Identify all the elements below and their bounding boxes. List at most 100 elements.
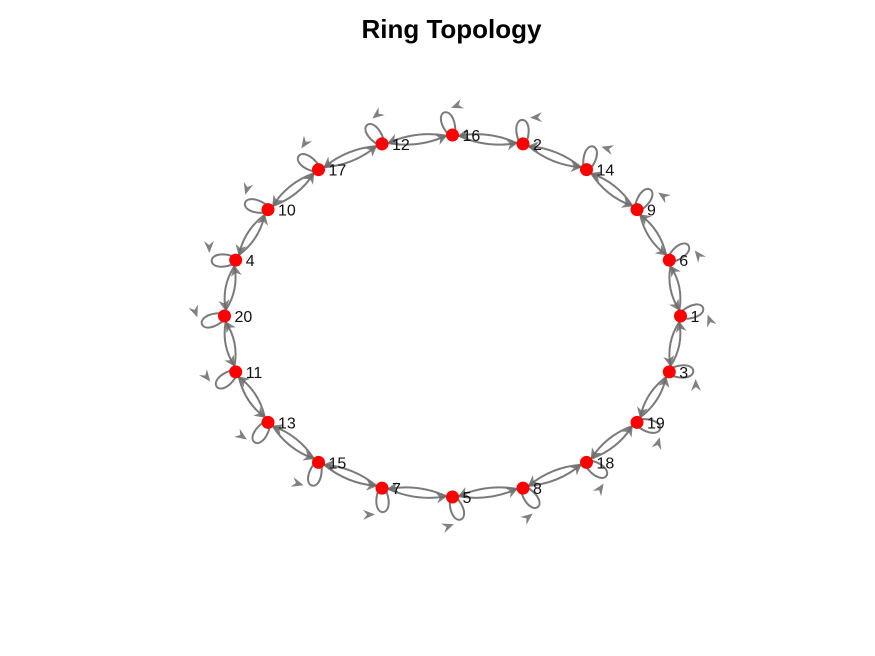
self-loop-arrow-17 — [301, 135, 313, 149]
edge-8-to-18 — [528, 463, 582, 487]
self-loop-12 — [364, 123, 386, 147]
node-label-12: 12 — [392, 137, 410, 154]
self-loop-arrow-4 — [203, 240, 214, 253]
edge-2-to-16 — [457, 128, 518, 145]
self-loop-arrow-19 — [651, 437, 662, 451]
self-loop-9 — [633, 188, 654, 213]
node-1 — [674, 309, 687, 323]
self-loop-4 — [210, 253, 237, 268]
edge-14-to-2 — [527, 141, 582, 169]
self-loop-arrow-15 — [290, 477, 304, 487]
node-label-10: 10 — [278, 203, 296, 220]
self-loop-8 — [519, 485, 541, 509]
edge-15-to-7 — [323, 463, 378, 491]
node-20 — [218, 309, 231, 323]
node-label-16: 16 — [463, 128, 481, 145]
self-loop-arrow-12 — [372, 107, 385, 119]
edge-3-to-1 — [669, 320, 687, 367]
edge-6-to-9 — [639, 213, 668, 256]
self-loop-5 — [448, 495, 466, 521]
edge-18-to-19 — [590, 425, 634, 460]
node-9 — [630, 203, 644, 217]
self-loop-2 — [515, 119, 530, 145]
self-loop-11 — [214, 368, 239, 390]
node-label-4: 4 — [246, 253, 255, 270]
node-label-19: 19 — [647, 415, 665, 432]
node-12 — [375, 137, 389, 151]
self-loop-1 — [678, 303, 705, 320]
node-label-3: 3 — [679, 365, 688, 382]
page-title: Ring Topology — [361, 14, 542, 44]
edge-17-to-10 — [271, 172, 315, 207]
node-label-18: 18 — [597, 455, 615, 472]
self-loop-17 — [297, 153, 322, 174]
edge-13-to-11 — [238, 376, 266, 418]
node-label-13: 13 — [278, 415, 296, 432]
node-label-8: 8 — [533, 481, 542, 498]
node-label-5: 5 — [463, 490, 472, 507]
node-label-11: 11 — [246, 365, 263, 382]
edge-13-to-15 — [271, 425, 315, 461]
edge-20-to-11 — [223, 321, 236, 367]
node-2 — [516, 137, 530, 151]
self-loop-13 — [251, 419, 272, 444]
self-loop-arrow-16 — [451, 99, 465, 109]
edge-3-to-19 — [636, 376, 667, 419]
node-11 — [229, 365, 243, 379]
self-loop-arrow-13 — [234, 428, 247, 440]
node-17 — [312, 163, 325, 177]
node-label-15: 15 — [329, 455, 347, 472]
self-loop-18 — [583, 458, 608, 479]
node-15 — [312, 455, 325, 469]
self-loop-7 — [375, 487, 390, 513]
node-layer — [218, 128, 687, 504]
self-loop-arrow-10 — [243, 181, 254, 195]
self-loop-layer — [188, 99, 717, 533]
node-label-20: 20 — [235, 309, 253, 326]
node-13 — [261, 415, 275, 429]
edge-12-to-17 — [323, 145, 377, 169]
self-loop-arrow-11 — [198, 369, 211, 382]
self-loop-arrow-3 — [691, 379, 702, 392]
node-label-6: 6 — [679, 253, 688, 270]
node-18 — [580, 455, 593, 469]
edge-10-to-4 — [235, 213, 266, 256]
edge-9-to-14 — [590, 171, 634, 207]
self-loop-arrow-14 — [601, 145, 615, 155]
edge-6-to-1 — [668, 265, 681, 311]
edge-11-to-20 — [224, 321, 237, 367]
edge-5-to-8 — [458, 487, 518, 499]
edge-19-to-18 — [590, 425, 633, 460]
self-loop-10 — [243, 198, 270, 214]
node-19 — [630, 415, 644, 429]
self-loop-arrow-6 — [694, 250, 707, 263]
self-loop-arrow-18 — [592, 483, 604, 497]
self-loop-20 — [200, 312, 227, 329]
self-loop-arrow-7 — [362, 509, 375, 520]
self-loop-arrow-5 — [440, 523, 454, 533]
edge-layer — [218, 128, 687, 504]
edge-7-to-5 — [387, 487, 448, 504]
node-10 — [261, 203, 275, 217]
node-5 — [446, 490, 459, 504]
node-label-14: 14 — [597, 163, 615, 180]
edge-16-to-12 — [387, 133, 447, 145]
node-label-7: 7 — [392, 481, 401, 498]
edge-19-to-3 — [639, 376, 670, 419]
self-loop-16 — [439, 111, 457, 137]
node-label-17: 17 — [329, 163, 347, 180]
node-6 — [662, 253, 676, 267]
self-loop-14 — [582, 145, 598, 172]
self-loop-arrow-1 — [707, 314, 717, 328]
node-16 — [446, 128, 459, 142]
edge-9-to-6 — [639, 214, 667, 256]
edge-11-to-13 — [237, 376, 266, 419]
node-8 — [516, 481, 530, 495]
self-loop-6 — [666, 242, 691, 264]
self-loop-19 — [635, 418, 662, 434]
self-loop-arrow-20 — [188, 304, 198, 318]
edge-10-to-17 — [272, 172, 315, 207]
node-14 — [580, 163, 593, 177]
